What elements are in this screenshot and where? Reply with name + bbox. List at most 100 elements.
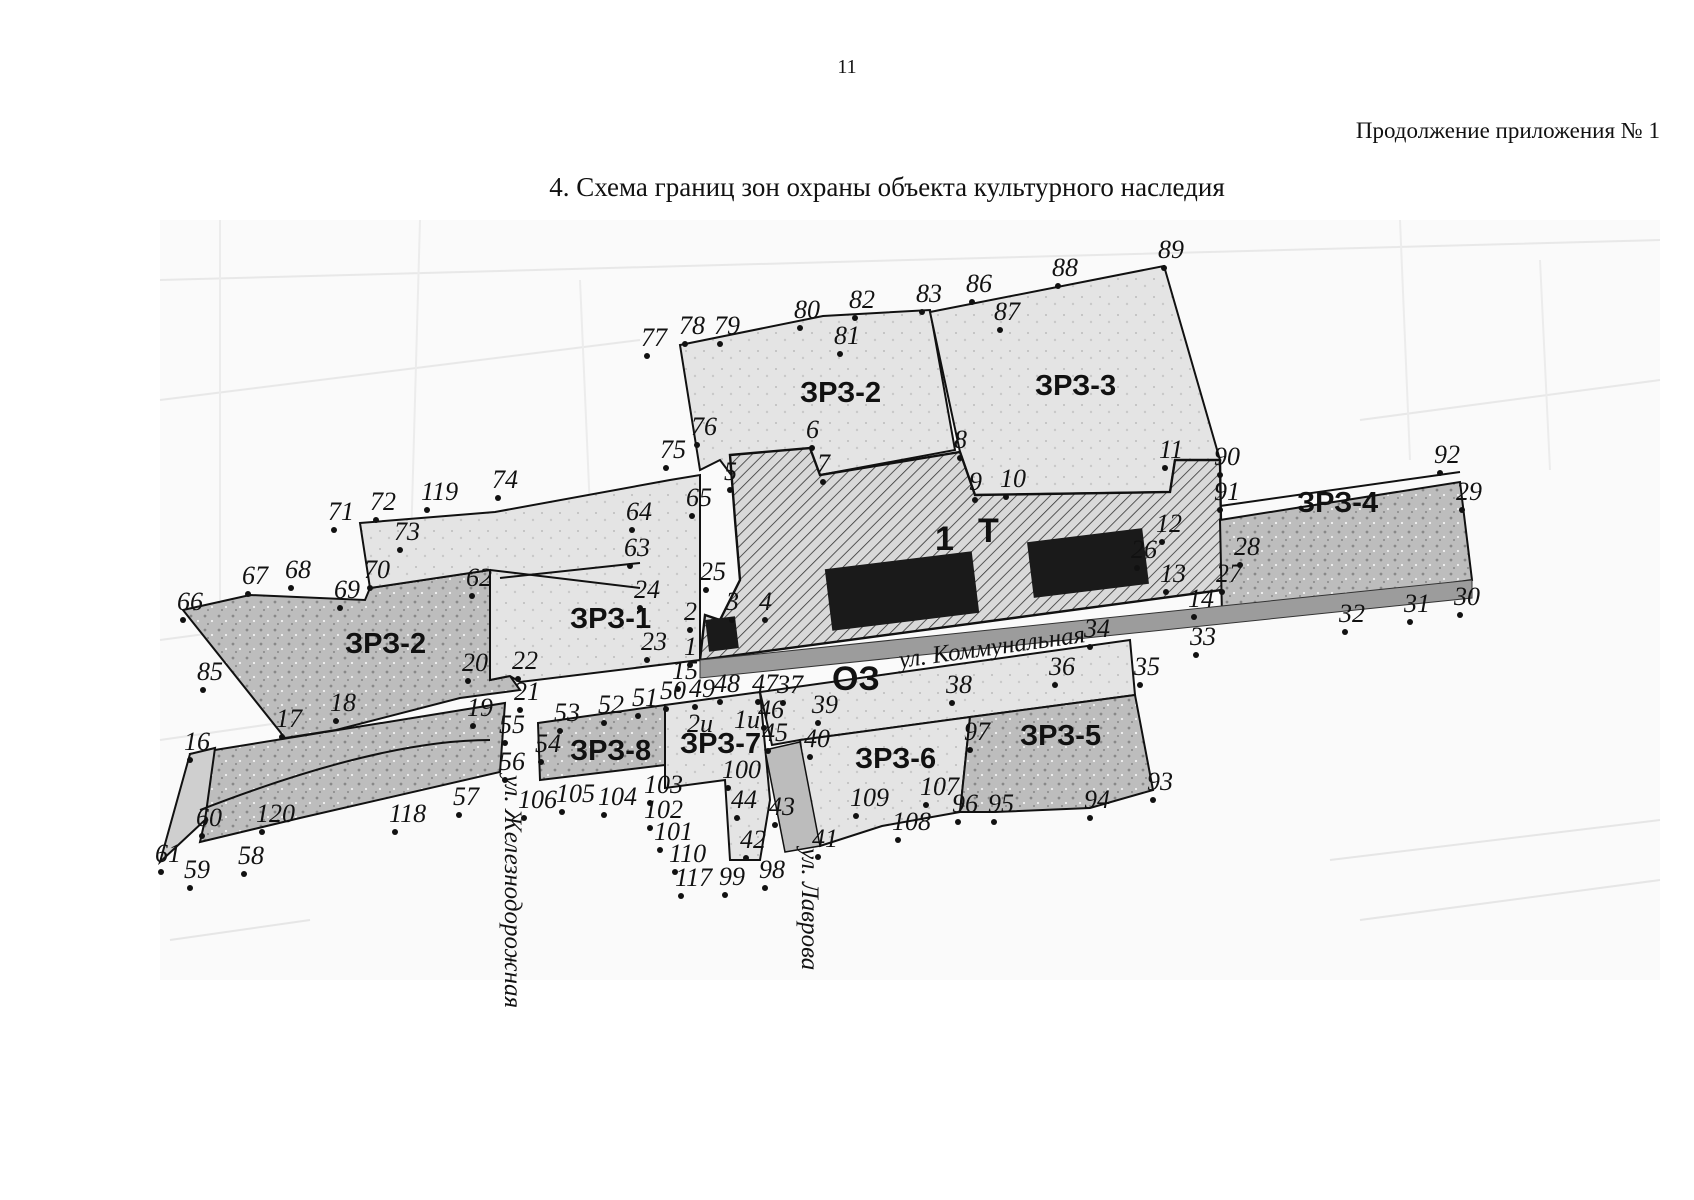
boundary-point-number: 31	[1403, 589, 1430, 618]
boundary-point: 18	[330, 688, 356, 724]
boundary-point-number: 78	[679, 311, 705, 340]
boundary-point-marker	[949, 700, 955, 706]
boundary-point-number: 71	[328, 497, 354, 526]
boundary-point: 48	[714, 669, 740, 705]
boundary-point: 41	[812, 824, 838, 860]
boundary-point: 67	[242, 561, 269, 597]
boundary-point-marker	[1217, 507, 1223, 513]
boundary-point-marker	[331, 527, 337, 533]
label-zrz5: ЗРЗ-5	[1020, 720, 1101, 752]
boundary-point: 19	[467, 693, 493, 729]
boundary-point-marker	[1055, 283, 1061, 289]
boundary-point: 9	[969, 467, 982, 503]
boundary-point: 58	[238, 841, 264, 877]
boundary-point-marker	[725, 785, 731, 791]
boundary-point: 93	[1147, 767, 1173, 803]
boundary-point-marker	[1087, 815, 1093, 821]
boundary-point: 82	[849, 285, 875, 321]
boundary-point-number: 59	[184, 855, 210, 884]
boundary-point-number: 87	[994, 297, 1021, 326]
boundary-point-number: 38	[945, 670, 972, 699]
boundary-point: 71	[328, 497, 354, 533]
boundary-point-marker	[515, 676, 521, 682]
boundary-point-marker	[663, 706, 669, 712]
boundary-point-number: 69	[334, 575, 360, 604]
road-lavrova	[764, 741, 821, 853]
boundary-point: 12	[1156, 509, 1182, 545]
boundary-point-number: 56	[499, 747, 525, 776]
boundary-point-marker	[1159, 539, 1165, 545]
boundary-point-marker	[424, 507, 430, 513]
boundary-point: 6	[806, 415, 819, 451]
protection-zones-map[interactable]: ЗРЗ-1 ЗРЗ-2 ЗРЗ-2 ЗРЗ-3 ЗРЗ-4 ЗРЗ-5 ЗРЗ-…	[155, 219, 1661, 1080]
boundary-point-number: 13	[1160, 559, 1186, 588]
label-zrz6: ЗРЗ-6	[855, 743, 936, 775]
boundary-point: 92	[1434, 440, 1460, 476]
boundary-point: 20	[462, 648, 488, 684]
boundary-point-marker	[517, 707, 523, 713]
boundary-point-number: 70	[364, 555, 390, 584]
boundary-point-marker	[997, 327, 1003, 333]
boundary-point-marker	[180, 617, 186, 623]
boundary-point-number: 44	[731, 785, 757, 814]
boundary-point: 31	[1403, 589, 1430, 625]
zone-zrz5[interactable]	[958, 693, 1155, 813]
boundary-point-marker	[687, 662, 693, 668]
boundary-point-number: 2	[684, 597, 697, 626]
boundary-point: 118	[389, 799, 426, 835]
boundary-point: 119	[421, 477, 458, 513]
boundary-point-marker	[1193, 652, 1199, 658]
boundary-point-number: 33	[1189, 622, 1216, 651]
boundary-point-marker	[1342, 629, 1348, 635]
boundary-point: 35	[1133, 652, 1160, 688]
boundary-point: 87	[994, 297, 1021, 333]
boundary-point-number: 94	[1084, 785, 1110, 814]
boundary-point-marker	[957, 455, 963, 461]
boundary-point-number: 120	[256, 799, 295, 828]
boundary-point-marker	[780, 700, 786, 706]
boundary-point-number: 92	[1434, 440, 1460, 469]
boundary-point-number: 96	[952, 789, 978, 818]
zrz1-inner-line-2	[499, 562, 641, 579]
boundary-point: 106	[518, 785, 557, 821]
boundary-point-number: 35	[1133, 652, 1160, 681]
boundary-point: 70	[364, 555, 390, 591]
boundary-point-number: 107	[920, 772, 960, 801]
boundary-point-marker	[187, 757, 193, 763]
boundary-point-marker	[1150, 797, 1156, 803]
boundary-point-marker	[647, 825, 653, 831]
boundary-point-number: 104	[598, 782, 637, 811]
boundary-point-number: 79	[714, 311, 740, 340]
boundary-point-marker	[895, 837, 901, 843]
boundary-point: 72	[370, 487, 396, 523]
boundary-point-marker	[675, 686, 681, 692]
boundary-point-marker	[969, 299, 975, 305]
boundary-point-marker	[373, 517, 379, 523]
boundary-point-marker	[559, 809, 565, 815]
boundary-point-marker	[852, 315, 858, 321]
boundary-point-number: 36	[1048, 652, 1075, 681]
boundary-point: 47	[752, 669, 779, 705]
boundary-point: 99	[719, 862, 745, 898]
boundary-point: 55	[499, 710, 525, 746]
page-number: 11	[837, 56, 857, 78]
boundary-point-marker	[637, 605, 643, 611]
boundary-point-marker	[601, 720, 607, 726]
zone-zrz1[interactable]	[358, 473, 701, 684]
boundary-point: 32	[1338, 599, 1365, 635]
boundary-point: 62	[466, 563, 492, 599]
boundary-point-number: 15	[672, 656, 698, 685]
boundary-point-number: 117	[675, 863, 713, 892]
boundary-point-number: 101	[654, 817, 693, 846]
boundary-point-marker	[765, 748, 771, 754]
boundary-point-number: 45	[762, 718, 788, 747]
boundary-point-number: 119	[421, 477, 458, 506]
boundary-point-marker	[692, 704, 698, 710]
boundary-point-marker	[729, 617, 735, 623]
boundary-point-number: 42	[740, 825, 766, 854]
boundary-point-number: 98	[759, 855, 785, 884]
boundary-point: 59	[184, 855, 210, 891]
boundary-point: 53	[554, 698, 580, 734]
boundary-point-number: 12	[1156, 509, 1182, 538]
